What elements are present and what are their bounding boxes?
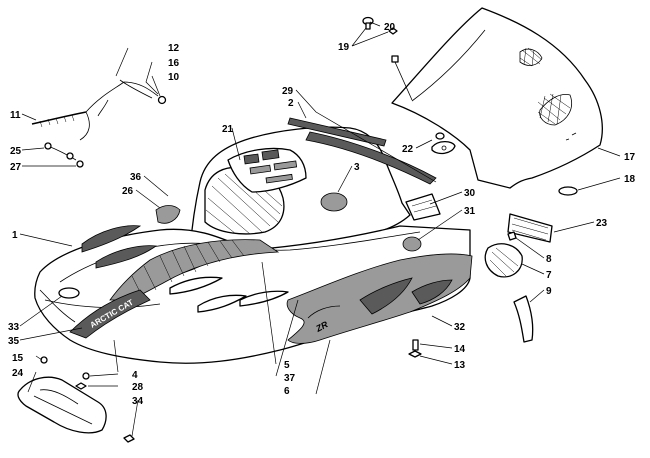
callout-20: 20 bbox=[384, 22, 396, 33]
callout-6: 6 bbox=[284, 386, 290, 397]
callout-15: 15 bbox=[12, 353, 24, 364]
side-panel-inserts bbox=[402, 193, 441, 252]
side-fastener bbox=[408, 339, 422, 358]
callout-16: 16 bbox=[168, 58, 180, 69]
callout-28: 28 bbox=[132, 382, 144, 393]
callout-23: 23 bbox=[596, 218, 608, 229]
headlight-assembly bbox=[484, 231, 523, 278]
windshield-grommet bbox=[558, 186, 578, 196]
headlight-lens bbox=[58, 287, 80, 299]
hood-emblem bbox=[320, 192, 348, 212]
windshield bbox=[391, 7, 603, 189]
callout-1: 1 bbox=[12, 230, 18, 241]
choke-cable-assembly bbox=[31, 79, 167, 168]
callout-7: 7 bbox=[546, 270, 552, 281]
side-emblem bbox=[155, 205, 181, 224]
callout-13: 13 bbox=[454, 360, 466, 371]
callout-24: 24 bbox=[12, 368, 24, 379]
dash-decal bbox=[227, 147, 307, 193]
callout-36: 36 bbox=[130, 172, 142, 183]
callout-37: 37 bbox=[284, 373, 296, 384]
callout-33: 33 bbox=[8, 322, 20, 333]
dash-strip-decals bbox=[287, 117, 437, 185]
callout-2: 2 bbox=[288, 98, 294, 109]
callout-8: 8 bbox=[546, 254, 552, 265]
callout-25: 25 bbox=[10, 146, 22, 157]
callout-27: 27 bbox=[10, 162, 22, 173]
callout-21: 21 bbox=[222, 124, 234, 135]
callout-22: 22 bbox=[402, 144, 414, 155]
callout-30: 30 bbox=[464, 188, 476, 199]
callout-34: 34 bbox=[132, 396, 144, 407]
callout-31: 31 bbox=[464, 206, 476, 217]
callout-3: 3 bbox=[354, 162, 360, 173]
side-decal: ZR bbox=[286, 253, 473, 344]
callout-12: 12 bbox=[168, 43, 180, 54]
callout-4: 4 bbox=[132, 370, 138, 381]
callout-14: 14 bbox=[454, 344, 466, 355]
front-bumper bbox=[17, 356, 135, 443]
leader-lines bbox=[19, 21, 621, 437]
callout-17: 17 bbox=[624, 152, 636, 163]
callout-29: 29 bbox=[282, 86, 294, 97]
callout-labels: 12 16 10 11 25 27 20 19 29 2 21 22 17 18… bbox=[8, 22, 636, 407]
windshield-hardware bbox=[362, 16, 456, 155]
callout-5: 5 bbox=[284, 360, 290, 371]
callout-9: 9 bbox=[546, 286, 552, 297]
callout-18: 18 bbox=[624, 174, 636, 185]
callout-19: 19 bbox=[338, 42, 350, 53]
mounting-bracket bbox=[513, 295, 534, 343]
callout-35: 35 bbox=[8, 336, 20, 347]
callout-10: 10 bbox=[168, 72, 180, 83]
callout-26: 26 bbox=[122, 186, 134, 197]
callout-11: 11 bbox=[10, 110, 21, 121]
reflector bbox=[507, 213, 553, 243]
callout-32: 32 bbox=[454, 322, 466, 333]
